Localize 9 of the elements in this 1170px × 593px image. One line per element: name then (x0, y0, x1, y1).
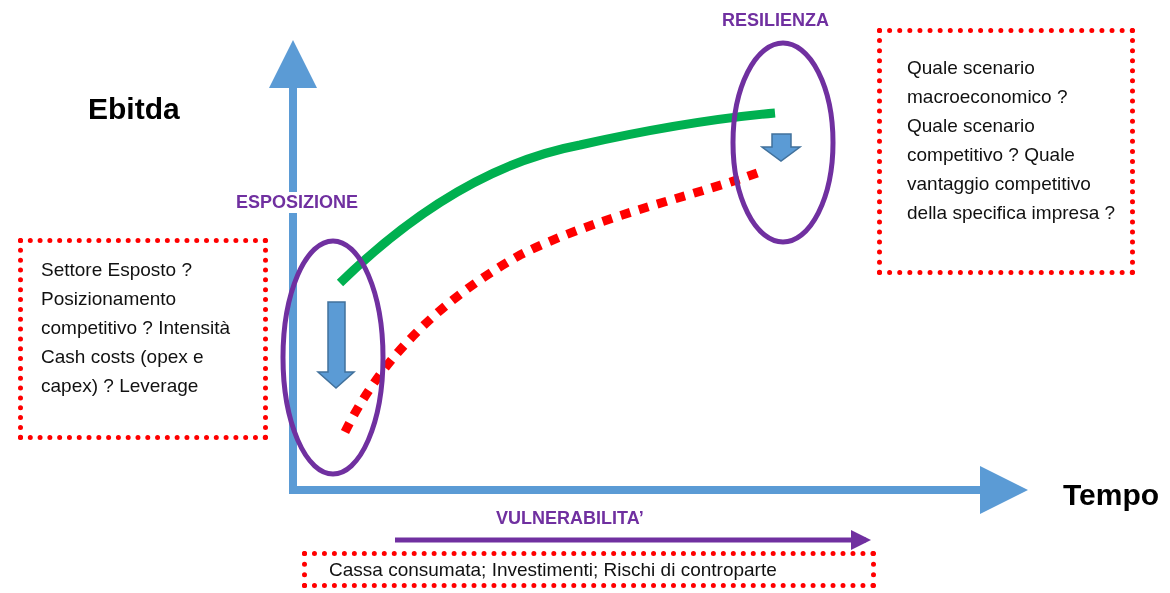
dotted-text-box (18, 238, 268, 440)
dotted-text-box (877, 28, 1135, 275)
note-text: Cassa consumata; Investimenti; Rischi di controparte (329, 558, 778, 582)
question-text: Quale scenario macroeconomico ? Quale scenario competitivo ? Quale vantaggio competitivo della specifica impresa ? (907, 56, 1117, 225)
axis-label: Tempo (1063, 478, 1160, 512)
axis-label: Ebitda (88, 92, 180, 126)
dotted-text-box (302, 551, 876, 588)
ellipse-heading: ESPOSIZIONE (234, 192, 361, 213)
question-text: Settore Esposto ? Posizionamento competitivo ? Intensità Cash costs (opex e capex) ? Leverage (41, 258, 232, 398)
